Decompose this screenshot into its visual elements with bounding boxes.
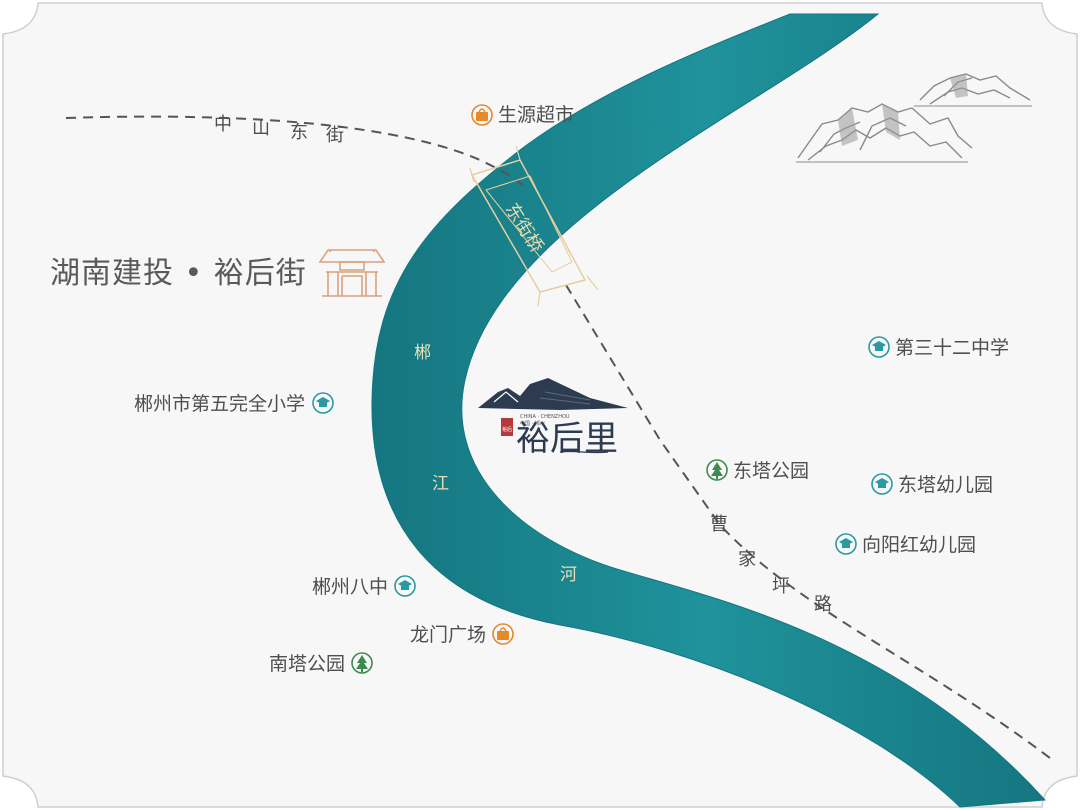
poi-nanta-park[interactable]: 南塔公园	[269, 652, 373, 675]
brand-name: 裕后里	[516, 419, 618, 459]
mountain-shading	[838, 74, 968, 146]
graduation-cap-icon	[868, 336, 890, 358]
river-label-char-3: 河	[560, 565, 577, 585]
poi-school-32[interactable]: 第三十二中学	[868, 336, 1009, 359]
poi-label: 龙门广场	[410, 624, 486, 646]
poi-shengyuan-supermarket[interactable]: 生源超市	[471, 104, 574, 126]
brand-small-line1: CHINA · CHENZHOU	[520, 414, 570, 420]
river-chenjiang	[371, 13, 1047, 808]
poi-label: 南塔公园	[269, 653, 345, 675]
graduation-cap-icon	[871, 473, 893, 495]
poi-label: 郴州市第五完全小学	[134, 393, 305, 415]
poi-label: 生源超市	[498, 104, 574, 126]
road-caojiaping	[565, 284, 1051, 759]
brand-logo: CHINA · CHENZHOU 中国 · 郴州 裕后 裕后里	[478, 378, 628, 459]
road-zhongshan-char-1: 中	[214, 114, 232, 135]
brand-seal-text: 裕后	[502, 426, 512, 433]
river-label-char-2: 江	[432, 474, 449, 494]
brand-roof-icon	[478, 378, 628, 410]
poi-label: 东塔公园	[733, 460, 809, 482]
poi-dongta-park[interactable]: 东塔公园	[706, 459, 809, 482]
archway-gate-icon	[318, 249, 386, 297]
poi-label: 向阳红幼儿园	[862, 534, 976, 556]
road-zhongshan-char-2: 山	[252, 118, 270, 139]
road-zhongshan-east	[65, 115, 523, 186]
road-zhongshan-char-4: 街	[326, 125, 344, 146]
graduation-cap-icon	[394, 575, 416, 597]
road-caojiaping-char-2: 家	[738, 549, 756, 570]
tree-icon	[351, 652, 373, 674]
poi-longmen-square[interactable]: 龙门广场	[410, 623, 514, 646]
tree-icon	[706, 459, 728, 481]
brand-seal	[501, 418, 513, 436]
road-caojiaping-char-1: 曹	[710, 514, 728, 535]
poi-primary-school-5[interactable]: 郴州市第五完全小学	[134, 392, 334, 415]
poi-label: 第三十二中学	[895, 337, 1009, 359]
road-zhongshan-char-3: 东	[290, 122, 308, 143]
road-caojiaping-char-4: 路	[814, 594, 832, 615]
project-title: 湖南建投 • 裕后街	[50, 256, 307, 291]
shopping-bag-icon	[471, 104, 493, 126]
brand-small-line2: 中国 · 郴州	[520, 420, 545, 427]
poi-chenzhou-no8-school[interactable]: 郴州八中	[312, 575, 416, 598]
river-label-char-1: 郴	[414, 343, 431, 363]
graduation-cap-icon	[312, 392, 334, 414]
road-caojiaping-char-3: 坪	[772, 576, 790, 597]
graduation-cap-icon	[835, 533, 857, 555]
poi-label: 东塔幼儿园	[898, 474, 993, 496]
poi-label: 郴州八中	[312, 576, 388, 598]
shopping-bag-icon	[492, 623, 514, 645]
poi-dongta-kindergarten[interactable]: 东塔幼儿园	[871, 473, 993, 496]
poi-xiangyanghong-kindergarten[interactable]: 向阳红幼儿园	[835, 533, 976, 556]
